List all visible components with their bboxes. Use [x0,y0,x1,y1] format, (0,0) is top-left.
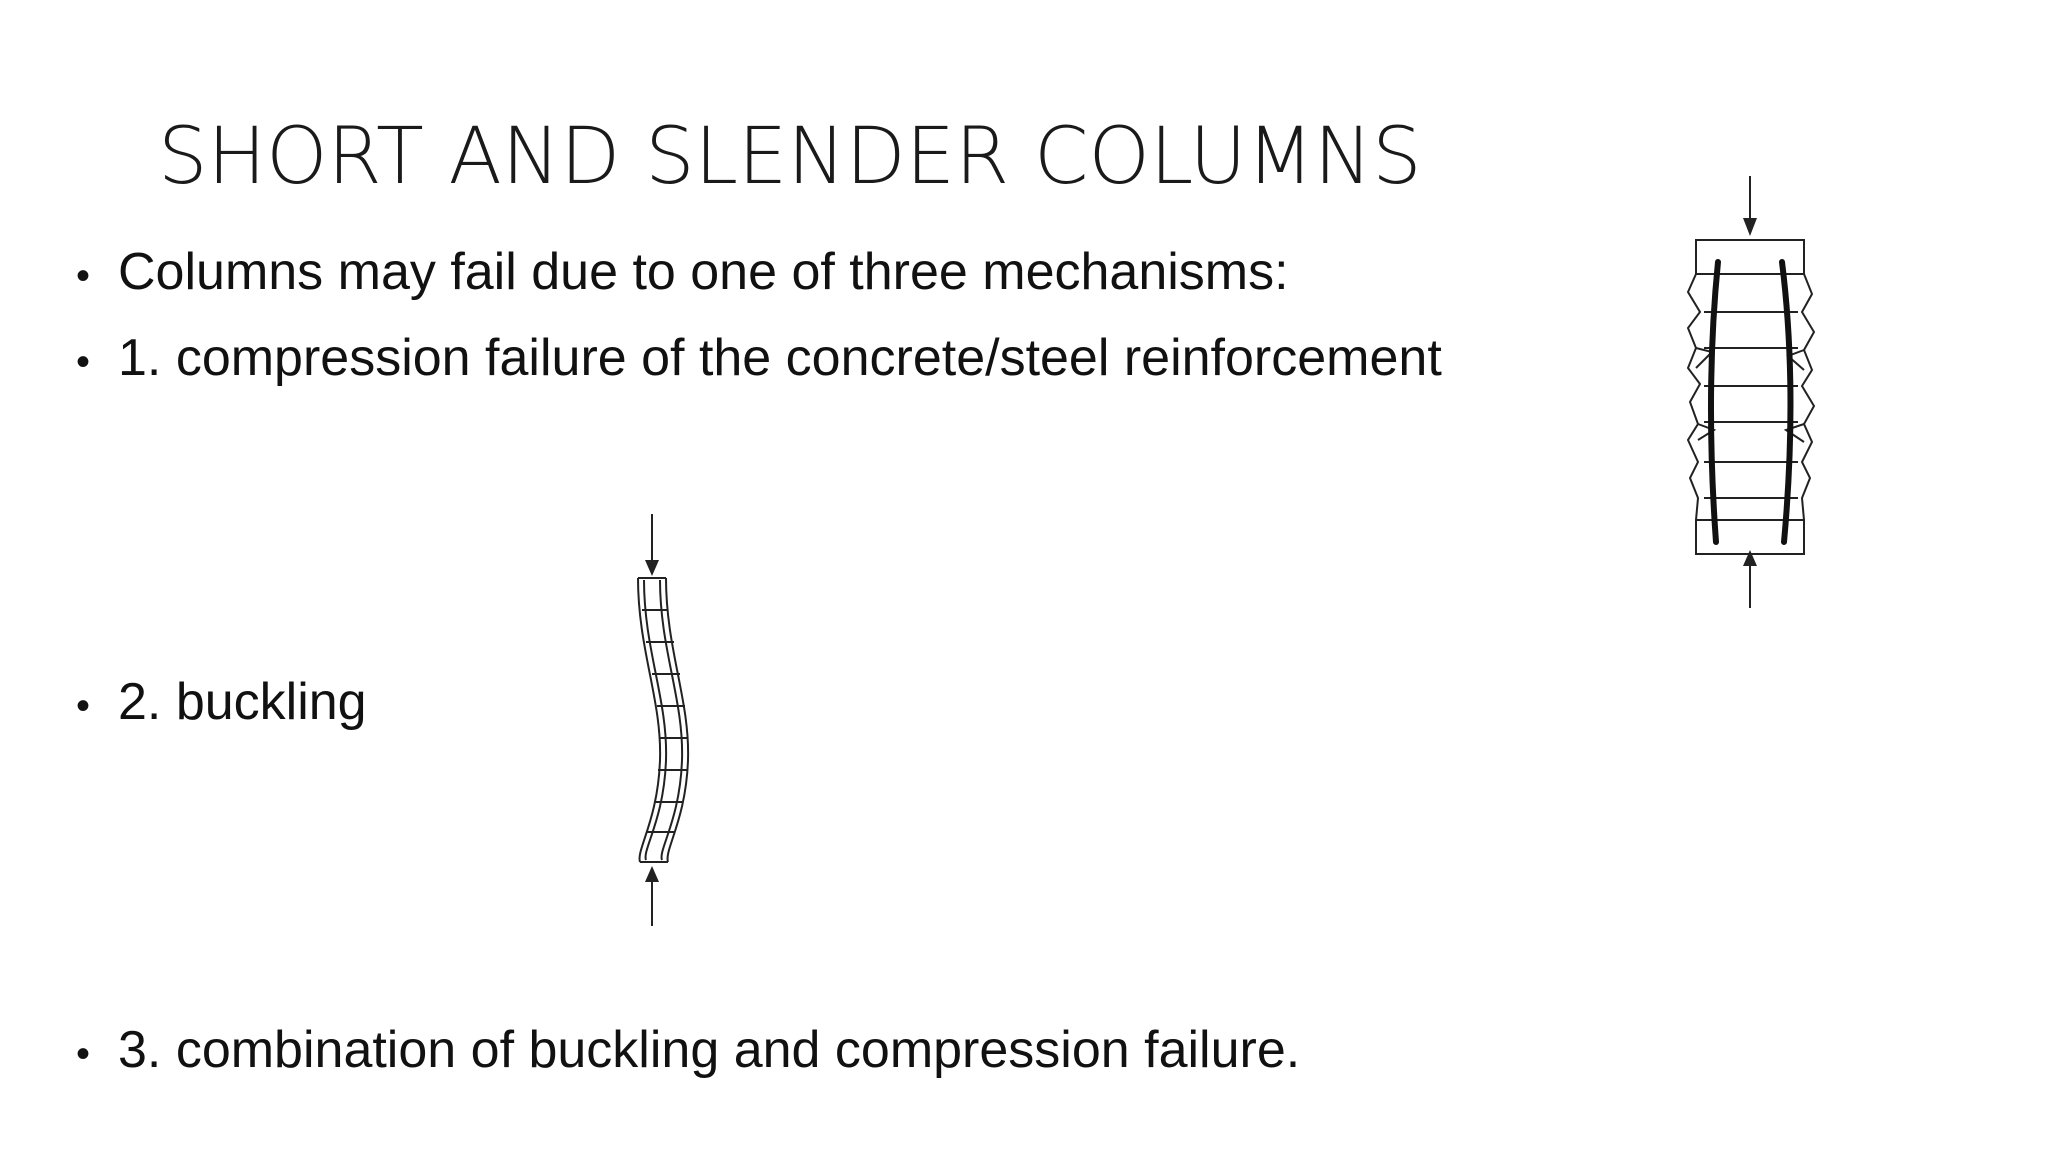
bullet-text: 3. combination of buckling and compressi… [118,1021,1301,1079]
bullet-item-intro: • Columns may fail due to one of three m… [76,243,1289,301]
bullet-text: 2. buckling [118,673,367,731]
bullet-marker: • [76,1032,91,1076]
bullet-text: 1. compression failure of the concrete/s… [118,330,1442,387]
crushed-column-diagram-icon [1660,172,1840,612]
bullet-item-combination: • 3. combination of buckling and compres… [76,1021,1301,1079]
bullet-item-buckling: • 2. buckling [76,673,367,731]
buckled-column-diagram-icon [600,510,690,930]
bullet-text: Columns may fail due to one of three mec… [118,243,1289,301]
bullet-marker: • [76,684,91,728]
slide-title: SHORT AND SLENDER COLUMNS [158,112,1422,202]
bullet-item-compression: • 1. compression failure of the concrete… [76,330,1541,387]
bullet-marker: • [76,254,91,298]
bullet-marker: • [76,340,91,384]
